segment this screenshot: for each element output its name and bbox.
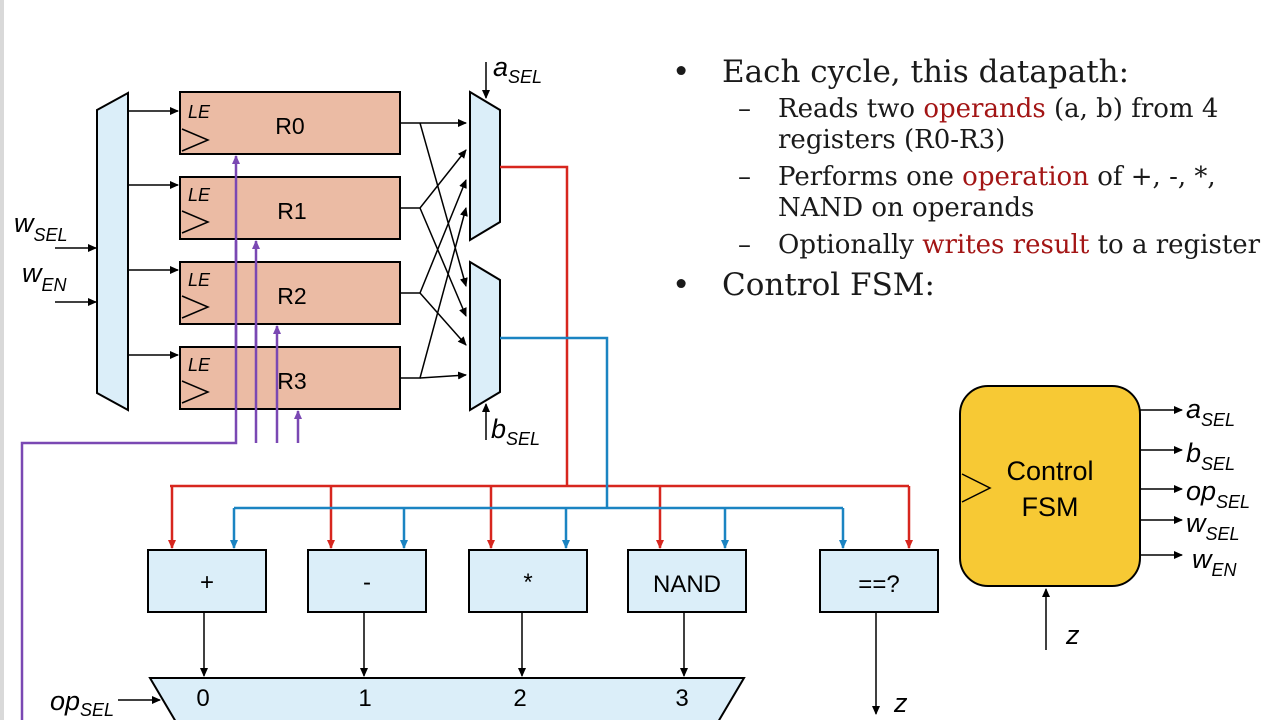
- mux-input-1: 1: [358, 685, 371, 712]
- op-output-wires: [200, 612, 880, 715]
- write-sel-input: wSEL: [14, 208, 97, 252]
- clock-triangle-icon: [181, 380, 210, 404]
- fsm-out-w-sel: wSEL: [1186, 508, 1240, 544]
- op-box-add: +: [147, 549, 267, 613]
- z-output-label: z: [893, 688, 908, 718]
- a-sel-label: aSEL: [493, 52, 542, 87]
- r0-le-label: LE: [188, 102, 211, 122]
- operand-b-mux: [469, 260, 501, 412]
- op-box-nand: NAND: [627, 549, 747, 613]
- bullet-control-fsm: • Control FSM:: [672, 267, 935, 303]
- r3-le-label: LE: [188, 355, 211, 375]
- op-box-subtract: -: [307, 549, 427, 613]
- operand-a-mux: [469, 90, 501, 242]
- r1-label: R1: [277, 198, 306, 224]
- svg-text:NAND: NAND: [653, 571, 721, 598]
- svg-text:-: -: [363, 569, 371, 596]
- bullet-icon: •: [672, 54, 691, 90]
- dash-icon: –: [738, 162, 751, 192]
- sub-bullet-operands: – Reads two operands (a, b) from 4 regis…: [738, 94, 1219, 155]
- result-mux: [148, 677, 746, 720]
- clock-triangle-icon: [961, 473, 992, 503]
- operand-b-bus: [230, 336, 847, 549]
- op-box-multiply: *: [468, 549, 588, 613]
- register-to-mux-wires: [400, 119, 468, 380]
- sub-bullet-writeback: – Optionally writes result to a register: [738, 230, 1261, 260]
- write-demux: [96, 91, 129, 412]
- svg-text:==?: ==?: [858, 571, 899, 598]
- fsm-label-line1: Control: [1006, 456, 1093, 486]
- r2-le-label: LE: [188, 270, 211, 290]
- svg-text:+: +: [200, 569, 214, 596]
- op-box-equal: ==?: [819, 549, 939, 613]
- mux-input-3: 3: [675, 685, 688, 712]
- bullet-list: • Each cycle, this datapath: – Reads two…: [668, 54, 1268, 307]
- writeback-wires: [20, 155, 302, 720]
- r1-le-label: LE: [188, 185, 211, 205]
- bullet-datapath: • Each cycle, this datapath:: [672, 54, 1130, 90]
- op-sel-label: opSEL: [50, 686, 114, 720]
- mux-input-0: 0: [196, 685, 209, 712]
- control-fsm: Control FSM: [959, 385, 1141, 587]
- slide-left-edge: [0, 0, 4, 720]
- fsm-out-w-en: wEN: [1192, 544, 1238, 580]
- fsm-out-op-sel: opSEL: [1186, 476, 1250, 512]
- fsm-out-b-sel: bSEL: [1186, 438, 1235, 474]
- clock-triangle-icon: [181, 295, 210, 319]
- mux-input-2: 2: [513, 685, 526, 712]
- svg-text:*: *: [523, 569, 532, 596]
- register-r3: LE R3: [179, 346, 401, 410]
- demux-enable-lines: [128, 107, 179, 359]
- clock-triangle-icon: [181, 128, 210, 152]
- dash-icon: –: [738, 230, 751, 260]
- register-r1: LE R1: [179, 176, 401, 240]
- write-en-input: wEN: [22, 258, 97, 306]
- op-sel-input: opSEL: [50, 686, 161, 720]
- register-r0: LE R0: [179, 91, 401, 155]
- r3-label: R3: [277, 368, 306, 394]
- fsm-label-line2: FSM: [1022, 492, 1079, 522]
- a-sel-input: aSEL: [482, 52, 542, 99]
- register-r2: LE R2: [179, 261, 401, 325]
- sub-bullet-operation: – Performs one operation of +, -, *, NAN…: [738, 162, 1216, 223]
- bullet-icon: •: [672, 267, 691, 303]
- clock-triangle-icon: [181, 210, 210, 234]
- b-sel-label: bSEL: [491, 414, 540, 449]
- w-en-label: wEN: [22, 258, 68, 295]
- fsm-output-wires: [1042, 406, 1183, 650]
- r2-label: R2: [277, 283, 306, 309]
- b-sel-input: bSEL: [482, 403, 540, 449]
- dash-icon: –: [738, 94, 751, 124]
- fsm-in-z: z: [1065, 620, 1080, 650]
- w-sel-label: wSEL: [14, 208, 68, 245]
- operand-a-bus: [168, 165, 913, 549]
- r0-label: R0: [275, 113, 304, 139]
- fsm-out-a-sel: aSEL: [1186, 394, 1235, 430]
